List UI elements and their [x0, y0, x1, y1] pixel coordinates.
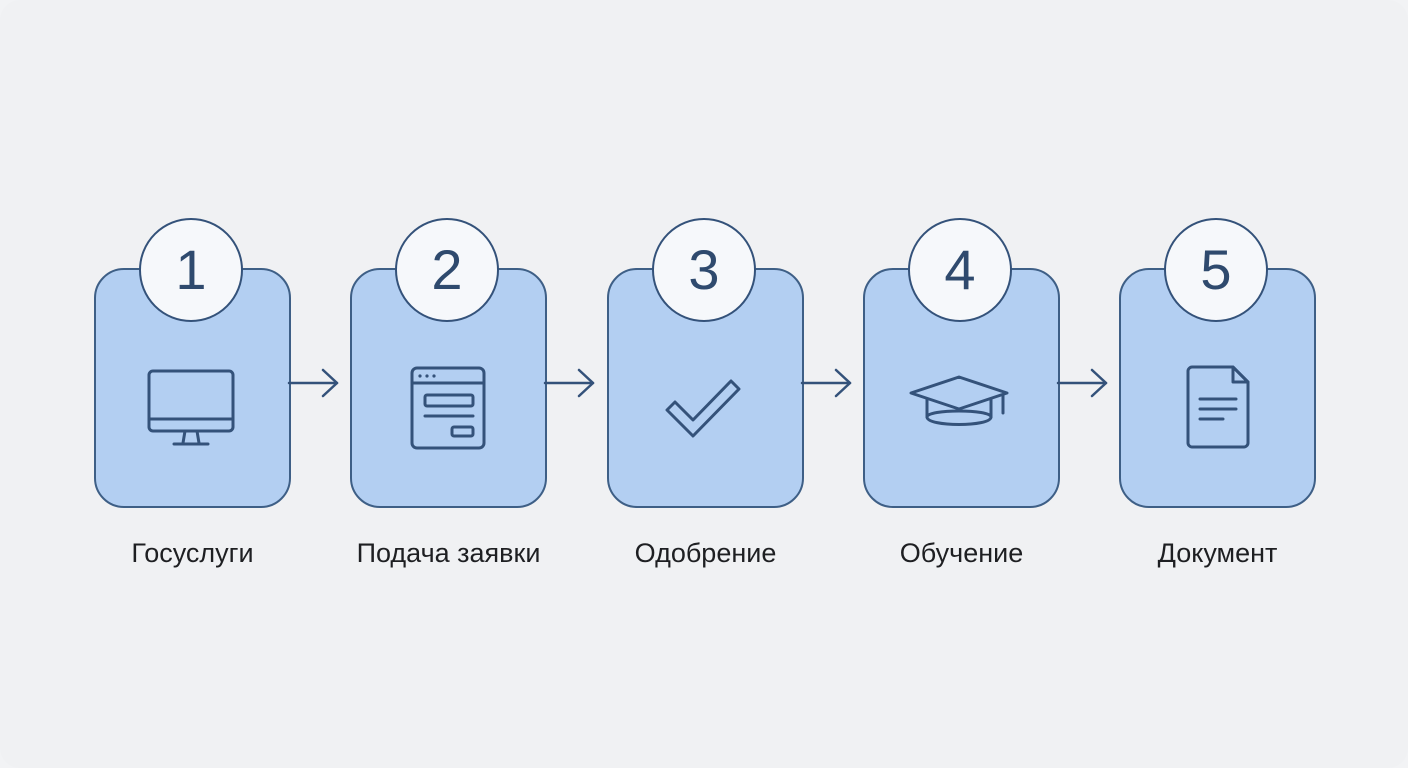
step-number-badge: 3 — [652, 218, 756, 322]
graduation-cap-icon — [909, 355, 1013, 459]
step-label: Обучение — [899, 538, 1024, 568]
step-card — [607, 268, 804, 508]
checkmark-icon — [653, 355, 757, 459]
monitor-icon — [140, 355, 244, 459]
step-label: Подача заявки — [356, 538, 541, 568]
arrow-right-icon — [287, 365, 343, 401]
arrow-right-icon — [1056, 365, 1112, 401]
step-number-badge: 2 — [395, 218, 499, 322]
step-4: 4 Обучение — [863, 0, 1060, 768]
step-number-badge: 4 — [908, 218, 1012, 322]
step-label: Документ — [1157, 538, 1278, 568]
arrow-right-icon — [800, 365, 856, 401]
browser-form-icon — [396, 355, 500, 459]
step-2: 2 Подача заявки — [350, 0, 547, 768]
step-label: Одобрение — [634, 538, 777, 568]
step-5: 5 Документ — [1119, 0, 1316, 768]
step-3: 3 Одобрение — [607, 0, 804, 768]
step-number-badge: 1 — [139, 218, 243, 322]
document-icon — [1165, 355, 1269, 459]
arrow-right-icon — [543, 365, 599, 401]
step-1: 1 Госуслуги — [94, 0, 291, 768]
step-label: Госуслуги — [131, 538, 254, 568]
step-number-badge: 5 — [1164, 218, 1268, 322]
